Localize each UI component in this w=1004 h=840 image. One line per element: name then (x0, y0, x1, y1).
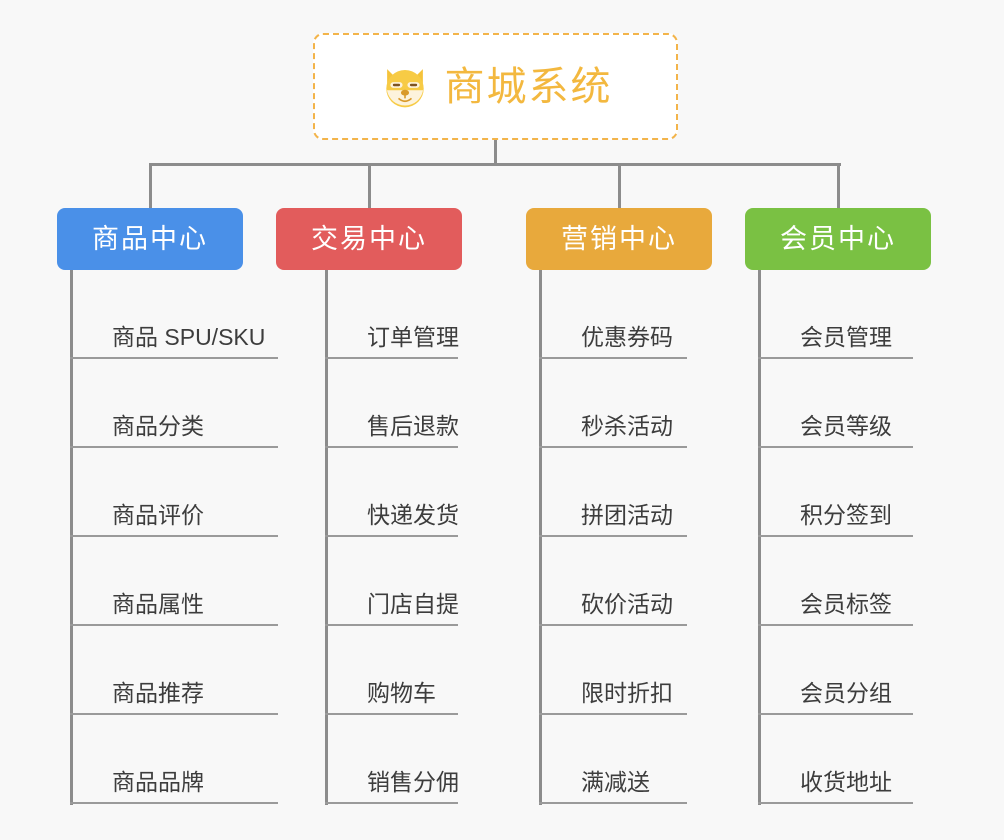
dog-face-icon (379, 61, 431, 113)
leaf-item-label: 商品分类 (112, 413, 204, 439)
branch-header-label: 商品中心 (92, 223, 208, 254)
leaf-item-label: 商品评价 (112, 502, 204, 528)
leaf-item-label: 商品品牌 (112, 769, 204, 795)
leaf-underline (758, 802, 913, 804)
leaf-item-label: 满减送 (581, 769, 650, 795)
leaf-item[interactable]: 收货地址 (758, 715, 913, 804)
leaf-item[interactable]: 快递发货 (325, 448, 459, 537)
leaf-item-label: 限时折扣 (581, 680, 673, 706)
connector-horizontal-bus (149, 163, 841, 166)
leaf-item[interactable]: 秒杀活动 (539, 359, 687, 448)
leaf-underline (325, 624, 458, 626)
leaf-underline (539, 624, 687, 626)
leaf-underline (758, 357, 913, 359)
leaf-underline (325, 535, 458, 537)
branch-spine-3 (539, 270, 542, 805)
root-node[interactable]: 商城系统 (313, 33, 678, 140)
connector-branch-drop-4 (837, 163, 840, 208)
leaf-item[interactable]: 商品 SPU/SKU (70, 270, 278, 359)
leaf-item[interactable]: 砍价活动 (539, 537, 687, 626)
leaf-item-label: 会员标签 (800, 591, 892, 617)
leaf-underline (758, 624, 913, 626)
leaf-item-label: 订单管理 (367, 324, 459, 350)
connector-root-stem (494, 140, 497, 165)
leaf-underline (70, 357, 278, 359)
leaf-item-label: 售后退款 (367, 413, 459, 439)
leaf-underline (539, 357, 687, 359)
leaf-underline (539, 446, 687, 448)
leaf-item-label: 会员管理 (800, 324, 892, 350)
connector-branch-drop-2 (368, 163, 371, 208)
leaf-underline (758, 713, 913, 715)
leaf-item-label: 销售分佣 (367, 769, 459, 795)
leaf-item-label: 拼团活动 (581, 502, 673, 528)
leaf-item-label: 商品推荐 (112, 680, 204, 706)
leaf-item-label: 秒杀活动 (581, 413, 673, 439)
leaf-item-label: 会员分组 (800, 680, 892, 706)
leaf-item[interactable]: 限时折扣 (539, 626, 687, 715)
leaf-item-label: 快递发货 (367, 502, 459, 528)
leaf-underline (539, 802, 687, 804)
leaf-item[interactable]: 售后退款 (325, 359, 459, 448)
leaf-item-label: 积分签到 (800, 502, 892, 528)
leaf-item[interactable]: 拼团活动 (539, 448, 687, 537)
leaf-underline (758, 446, 913, 448)
leaf-underline (70, 446, 278, 448)
branch-header-label: 交易中心 (311, 223, 427, 254)
leaf-underline (325, 713, 458, 715)
branch-spine-1 (70, 270, 73, 805)
branch-spine-4 (758, 270, 761, 805)
leaf-underline (70, 802, 278, 804)
leaf-item[interactable]: 会员标签 (758, 537, 913, 626)
leaf-underline (70, 535, 278, 537)
leaf-item[interactable]: 销售分佣 (325, 715, 459, 804)
branch-spine-2 (325, 270, 328, 805)
branch-header-label: 会员中心 (780, 223, 896, 254)
branch-header-1[interactable]: 商品中心 (57, 208, 243, 270)
root-title: 商城系统 (444, 64, 613, 109)
branch-header-label: 营销中心 (561, 223, 677, 254)
leaf-item-label: 砍价活动 (581, 591, 673, 617)
leaf-item[interactable]: 满减送 (539, 715, 687, 804)
branch-header-4[interactable]: 会员中心 (745, 208, 931, 270)
leaf-underline (758, 535, 913, 537)
leaf-item[interactable]: 商品评价 (70, 448, 278, 537)
leaf-item[interactable]: 商品推荐 (70, 626, 278, 715)
leaf-item[interactable]: 门店自提 (325, 537, 459, 626)
leaf-underline (325, 446, 458, 448)
connector-branch-drop-3 (618, 163, 621, 208)
leaf-item[interactable]: 积分签到 (758, 448, 913, 537)
leaf-underline (70, 713, 278, 715)
connector-branch-drop-1 (149, 163, 152, 208)
leaf-item[interactable]: 商品品牌 (70, 715, 278, 804)
leaf-item[interactable]: 会员等级 (758, 359, 913, 448)
leaf-item[interactable]: 订单管理 (325, 270, 459, 359)
leaf-item[interactable]: 购物车 (325, 626, 458, 715)
branch-header-3[interactable]: 营销中心 (526, 208, 712, 270)
leaf-underline (325, 357, 458, 359)
branch-header-2[interactable]: 交易中心 (276, 208, 462, 270)
leaf-underline (539, 535, 687, 537)
leaf-item[interactable]: 会员分组 (758, 626, 913, 715)
leaf-item[interactable]: 优惠券码 (539, 270, 687, 359)
leaf-item-label: 会员等级 (800, 413, 892, 439)
leaf-item-label: 商品属性 (112, 591, 204, 617)
leaf-underline (539, 713, 687, 715)
leaf-item[interactable]: 会员管理 (758, 270, 913, 359)
leaf-underline (325, 802, 458, 804)
leaf-item[interactable]: 商品分类 (70, 359, 278, 448)
leaf-item-label: 购物车 (367, 680, 436, 706)
leaf-item-label: 收货地址 (800, 769, 892, 795)
leaf-item[interactable]: 商品属性 (70, 537, 278, 626)
leaf-item-label: 商品 SPU/SKU (112, 324, 266, 350)
leaf-underline (70, 624, 278, 626)
leaf-item-label: 优惠券码 (581, 324, 673, 350)
leaf-item-label: 门店自提 (367, 591, 459, 617)
